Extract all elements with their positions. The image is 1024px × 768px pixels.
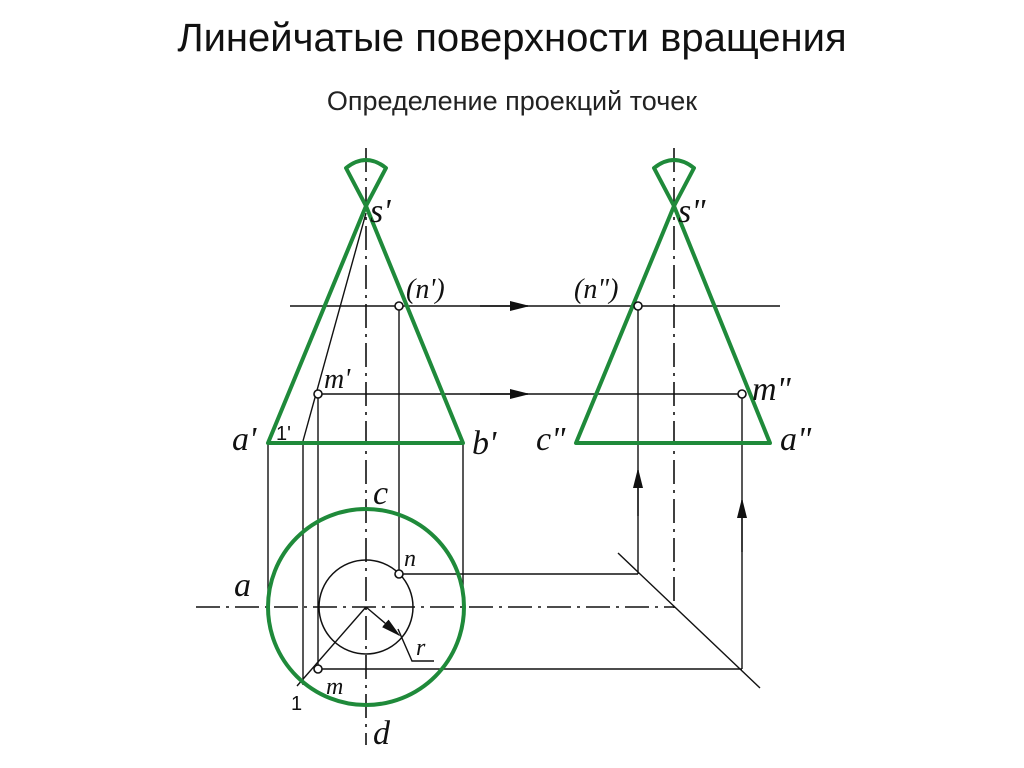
front-view-apex-loop xyxy=(344,158,388,208)
arrow-radius-r xyxy=(365,606,401,637)
top-view-inner-circle xyxy=(318,559,414,655)
side-view-cone-outline xyxy=(574,204,772,445)
center-lines xyxy=(196,148,675,745)
slide-subtitle: Определение проекций точек xyxy=(326,86,698,116)
label-c-top: c xyxy=(373,475,388,512)
surface-outlines xyxy=(266,158,772,707)
point-m-side xyxy=(737,389,747,399)
label-n-front: (n') xyxy=(406,274,445,305)
label-c-side: c" xyxy=(536,421,566,458)
radius-to-point-1 xyxy=(296,606,367,687)
label-b-front: b' xyxy=(472,425,497,462)
point-markers xyxy=(313,301,747,674)
diagram-labels: s' s" (n') (n") m' m" a' b' c" a" 1' c a… xyxy=(232,193,812,752)
label-s-side: s" xyxy=(678,193,706,230)
top-view-base-circle xyxy=(266,507,466,707)
label-a-front: a' xyxy=(232,421,257,458)
label-a-side: a" xyxy=(780,421,812,458)
point-n-side xyxy=(633,301,643,311)
projection-arrows xyxy=(365,301,747,637)
side-view-apex-loop xyxy=(652,158,696,208)
label-a-top: a xyxy=(234,567,251,604)
label-m-front: m' xyxy=(324,364,351,395)
generator-line-front xyxy=(302,212,367,442)
label-r-top: r xyxy=(416,635,426,661)
label-s-front: s' xyxy=(370,193,391,230)
radius-r-leader xyxy=(397,628,434,662)
constant-line xyxy=(617,552,761,689)
label-m-top: m xyxy=(326,674,343,700)
slide-title: Линейчатые поверхности вращения xyxy=(177,16,847,60)
label-n-top: n xyxy=(404,546,416,572)
label-m-side: m" xyxy=(752,371,792,408)
point-n-front xyxy=(394,301,404,311)
construction-lines xyxy=(267,212,780,689)
point-m-front xyxy=(313,389,323,399)
label-d-top: d xyxy=(373,715,391,752)
label-1-top: 1 xyxy=(291,693,302,715)
point-n-top xyxy=(394,569,404,579)
label-n-side: (n") xyxy=(574,274,618,305)
point-m-top xyxy=(313,664,323,674)
front-view-cone-outline xyxy=(266,204,465,445)
label-1-front: 1' xyxy=(276,423,291,445)
